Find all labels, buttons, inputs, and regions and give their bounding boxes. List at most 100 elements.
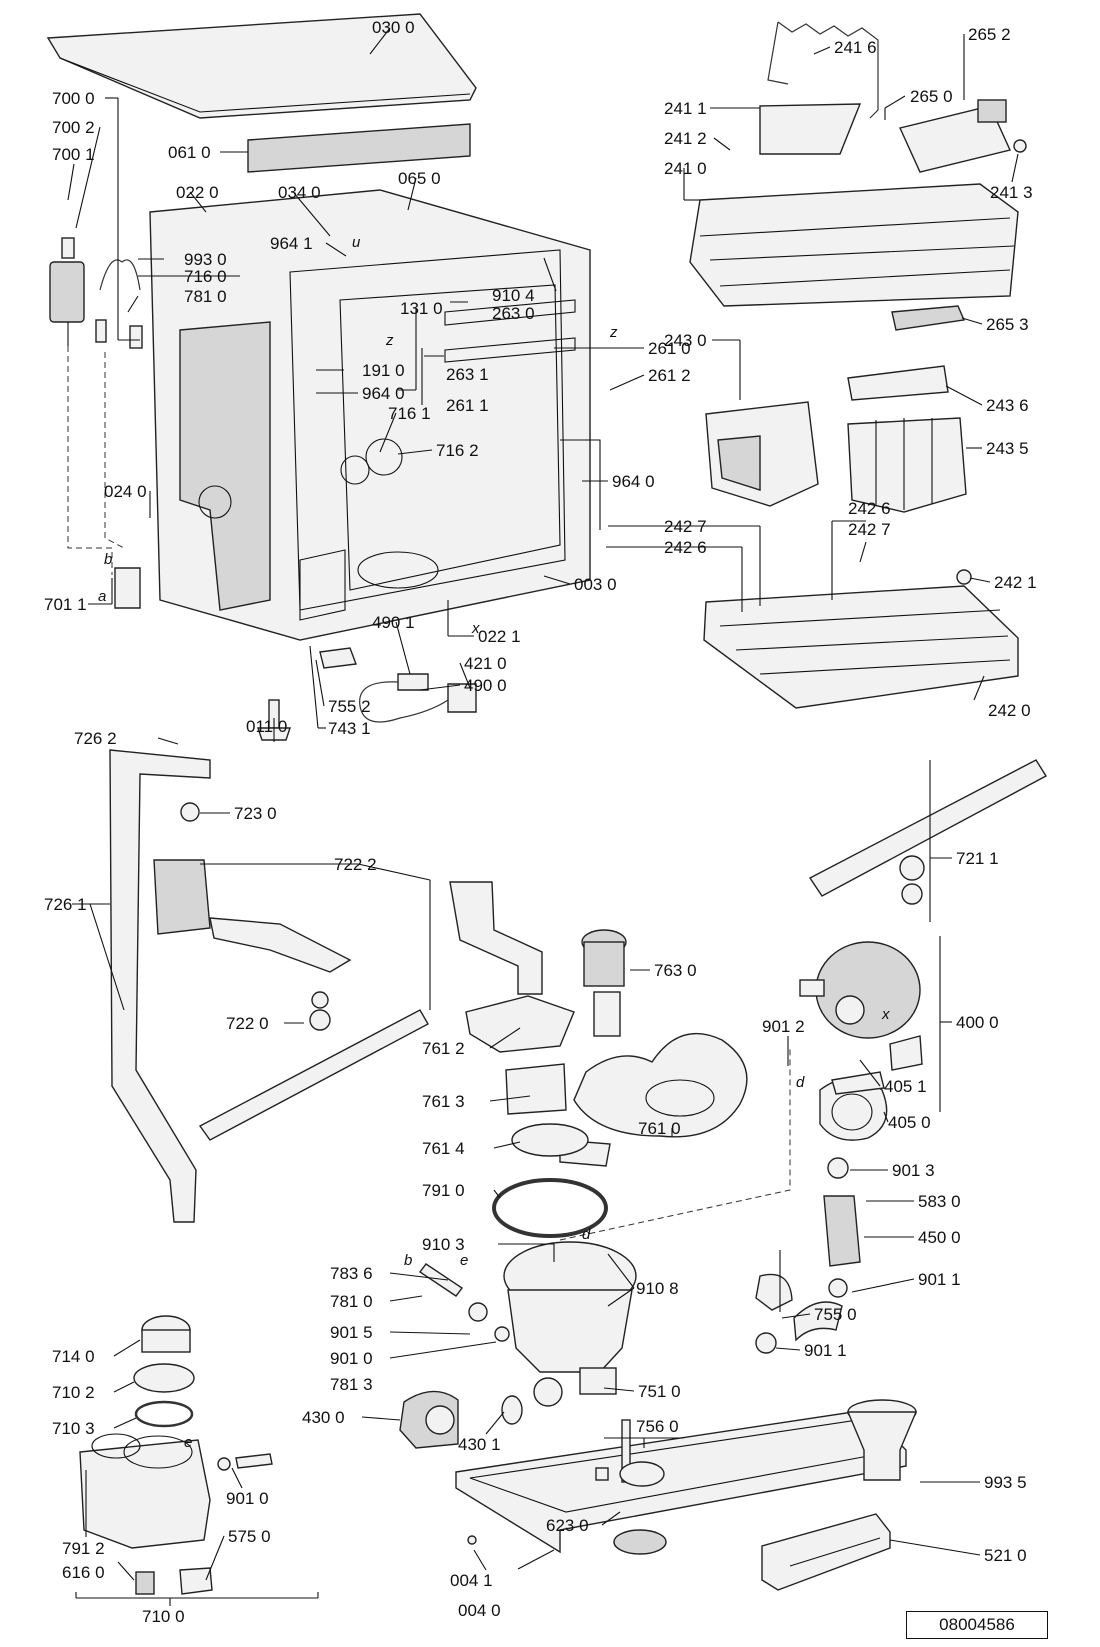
circulation-pump (799, 941, 923, 1071)
label-781-0-a: 781 0 (184, 287, 227, 306)
inlet-valve-assembly (49, 237, 143, 349)
sump-gasket (492, 1178, 608, 1238)
label-421-0: 421 0 (464, 654, 507, 673)
label-721-1: 721 1 (956, 849, 999, 868)
label-490-0: 490 0 (464, 676, 507, 695)
label-521-0: 521 0 (984, 1546, 1027, 1565)
label-243-0: 243 0 (664, 331, 707, 350)
label-901-2: 901 2 (762, 1017, 805, 1036)
rack-roller (956, 569, 972, 585)
mark-b: b (104, 551, 113, 568)
screw (467, 1535, 477, 1545)
label-450-0: 450 0 (918, 1228, 961, 1247)
label-490-1: 490 1 (372, 613, 415, 632)
label-030-0: 030 0 (372, 18, 415, 37)
label-022-1: 022 1 (478, 627, 521, 646)
label-263-1: 263 1 (446, 365, 489, 384)
label-022-0: 022 0 (176, 183, 219, 202)
label-716-1: 716 1 (388, 404, 431, 423)
label-265-2: 265 2 (968, 25, 1011, 44)
reference-number-box: 08004586 (906, 1611, 1048, 1639)
label-791-0: 791 0 (422, 1181, 465, 1200)
label-761-3: 761 3 (422, 1092, 465, 1111)
label-004-1: 004 1 (450, 1571, 493, 1590)
label-261-0: 261 0 (648, 339, 691, 358)
label-265-0: 265 0 (910, 87, 953, 106)
mark-x: x (882, 1006, 890, 1023)
label-901-0-b: 901 0 (226, 1489, 269, 1508)
lower-spray-arm (808, 759, 1047, 905)
label-263-0: 263 0 (492, 304, 535, 323)
pressure-switch-wiring (319, 647, 477, 723)
label-726-1: 726 1 (44, 895, 87, 914)
label-901-0-a: 901 0 (330, 1349, 373, 1368)
label-716-2: 716 2 (436, 441, 479, 460)
mark-e: e (184, 1434, 193, 1451)
upper-basket (689, 183, 1019, 307)
label-405-1: 405 1 (884, 1077, 927, 1096)
mark-d: d (796, 1074, 805, 1091)
rinse-funnel (846, 1399, 918, 1481)
label-583-0: 583 0 (918, 1192, 961, 1211)
label-405-0: 405 0 (888, 1113, 931, 1132)
seal-ring (501, 1395, 523, 1425)
label-061-0: 061 0 (168, 143, 211, 162)
upper-basket-handle (891, 305, 966, 331)
softener-valve (135, 1567, 213, 1595)
label-004-0: 004 0 (458, 1601, 501, 1620)
label-901-1-b: 901 1 (804, 1341, 847, 1360)
label-131-0: 131 0 (400, 299, 443, 318)
label-722-2: 722 2 (334, 855, 377, 874)
feed-pipe (109, 749, 211, 1223)
distributor (153, 802, 211, 935)
cutlery-basket-multi (847, 417, 967, 513)
sump-assembly (503, 1241, 637, 1407)
label-761-0: 761 0 (638, 1119, 681, 1138)
leader-lines (67, 27, 1019, 1606)
label-065-0: 065 0 (398, 169, 441, 188)
label-242-7-a: 242 7 (664, 517, 707, 536)
rack-wheel-bracket (899, 99, 1027, 173)
label-024-0: 024 0 (104, 482, 147, 501)
label-901-3: 901 3 (892, 1161, 935, 1180)
mark-z: z (386, 332, 394, 349)
label-722-0: 722 0 (226, 1014, 269, 1033)
label-242-6-a: 242 6 (664, 538, 707, 557)
hose-and-clamps (755, 1157, 861, 1354)
label-623-0: 623 0 (546, 1516, 589, 1535)
cutlery-basket (705, 401, 819, 507)
heating-element-parts (418, 1263, 510, 1342)
label-761-2: 761 2 (422, 1039, 465, 1058)
label-901-1-a: 901 1 (918, 1270, 961, 1289)
salt-cap (141, 1315, 191, 1353)
label-241-3: 241 3 (990, 183, 1033, 202)
cutlery-basket-lid (847, 365, 949, 401)
label-243-5: 243 5 (986, 439, 1029, 458)
hose-bracket (114, 567, 141, 609)
upper-rack-cup-holder (767, 21, 879, 119)
label-910-3: 910 3 (422, 1235, 465, 1254)
label-726-2: 726 2 (74, 729, 117, 748)
upper-spray-arm-assembly (198, 917, 429, 1141)
label-701-1: 701 1 (44, 595, 87, 614)
mark-d: d (582, 1226, 591, 1243)
label-710-3: 710 3 (52, 1419, 95, 1438)
label-756-0: 756 0 (636, 1417, 679, 1436)
label-763-0: 763 0 (654, 961, 697, 980)
drain-pump-housing (819, 1071, 888, 1141)
label-910-4: 910 4 (492, 286, 535, 305)
filter-cup (465, 995, 611, 1167)
label-993-0: 993 0 (184, 250, 227, 269)
label-755-2: 755 2 (328, 697, 371, 716)
label-743-1: 743 1 (328, 719, 371, 738)
label-781-3: 781 3 (330, 1375, 373, 1394)
worktop-panel (46, 13, 477, 119)
label-964-1: 964 1 (270, 234, 313, 253)
label-700-1: 700 1 (52, 145, 95, 164)
label-791-2: 791 2 (62, 1539, 105, 1558)
float-assembly (595, 1419, 667, 1555)
label-616-0: 616 0 (62, 1563, 105, 1582)
label-430-1: 430 1 (458, 1435, 501, 1454)
label-242-0: 242 0 (988, 701, 1031, 720)
